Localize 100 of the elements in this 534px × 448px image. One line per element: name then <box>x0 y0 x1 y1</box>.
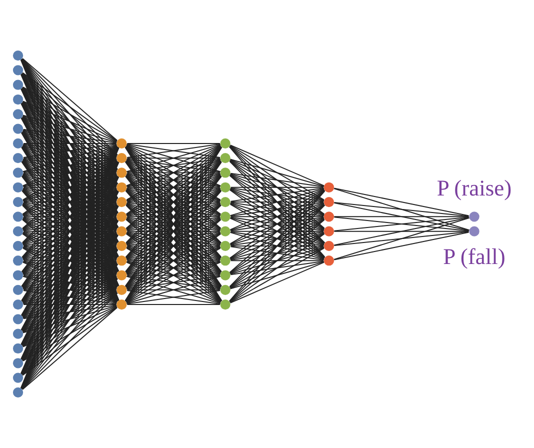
connector <box>230 174 324 216</box>
connector <box>230 231 324 246</box>
connector <box>126 144 221 186</box>
connector <box>24 158 116 159</box>
connector <box>127 290 220 304</box>
connector <box>127 172 220 174</box>
connector <box>127 186 220 188</box>
node-circle <box>12 372 24 383</box>
node-circle <box>116 153 127 164</box>
connector <box>22 160 118 230</box>
node-circle <box>324 240 334 252</box>
connector <box>230 204 325 274</box>
connector <box>22 306 118 376</box>
connector <box>127 216 220 232</box>
connector <box>22 129 117 158</box>
node-circle <box>12 80 24 90</box>
connector <box>22 204 118 274</box>
node-circle <box>220 212 230 222</box>
connector <box>126 189 221 244</box>
connector <box>126 203 221 245</box>
connector <box>22 158 117 187</box>
node-circle <box>12 226 24 236</box>
connector <box>230 216 324 232</box>
connector <box>22 87 118 170</box>
connector <box>22 145 117 200</box>
connector <box>334 188 469 216</box>
connector <box>22 276 117 318</box>
connector <box>22 130 117 172</box>
connector <box>22 277 118 346</box>
node-circle <box>220 256 230 266</box>
connector <box>126 261 220 290</box>
connector <box>230 202 324 217</box>
node-circle <box>469 226 480 236</box>
connector <box>230 188 324 216</box>
node-label: P (fall) <box>443 244 506 269</box>
node-circle <box>12 182 24 192</box>
connector <box>22 217 117 246</box>
connector <box>23 144 116 158</box>
connector <box>230 159 324 201</box>
connector <box>22 305 117 334</box>
connector <box>230 174 325 244</box>
node-circle <box>116 168 127 178</box>
connector <box>22 100 117 142</box>
connector <box>230 260 324 276</box>
node-circle <box>12 124 24 134</box>
connector <box>22 174 117 230</box>
node-circle <box>324 212 334 222</box>
connector <box>126 232 221 274</box>
connector <box>126 174 221 230</box>
connector <box>230 160 325 230</box>
connector <box>22 248 118 318</box>
connector <box>23 260 116 276</box>
connector <box>22 102 118 171</box>
connector <box>127 216 220 218</box>
node-circle <box>220 226 230 236</box>
connector <box>23 275 116 290</box>
connector <box>24 216 116 218</box>
connector <box>229 146 325 229</box>
connector <box>230 216 324 218</box>
connector <box>334 216 469 232</box>
connector <box>22 144 117 172</box>
connector <box>230 218 325 288</box>
connector <box>127 158 220 173</box>
connector <box>230 188 324 230</box>
node-circle <box>220 284 230 295</box>
connector <box>22 246 117 275</box>
connector <box>23 231 116 246</box>
node-circle <box>469 212 480 222</box>
connector <box>22 174 117 216</box>
connector <box>126 158 220 187</box>
node-circle <box>116 299 127 310</box>
connector <box>127 260 220 262</box>
connector <box>127 158 220 159</box>
connector <box>22 189 117 244</box>
connector <box>230 189 324 244</box>
node-circle <box>116 196 127 208</box>
connector <box>22 131 118 214</box>
connector <box>24 304 116 306</box>
connector <box>22 232 117 260</box>
node-circle <box>324 256 334 266</box>
connector <box>22 292 118 362</box>
node-circle <box>12 212 24 222</box>
connector <box>22 291 117 333</box>
connector <box>230 218 324 274</box>
connector <box>22 58 118 141</box>
connector <box>126 160 221 230</box>
connector <box>230 233 325 303</box>
node-circle <box>220 138 230 149</box>
connector <box>230 202 324 203</box>
node-circle <box>12 109 24 120</box>
connector <box>22 115 117 157</box>
connector <box>230 158 324 187</box>
connector <box>126 204 221 259</box>
node-circle <box>324 226 334 236</box>
connector <box>24 186 116 188</box>
node-circle <box>12 256 24 266</box>
connector <box>230 203 324 245</box>
connector <box>22 204 117 259</box>
connector <box>127 172 220 188</box>
connector <box>126 145 221 200</box>
